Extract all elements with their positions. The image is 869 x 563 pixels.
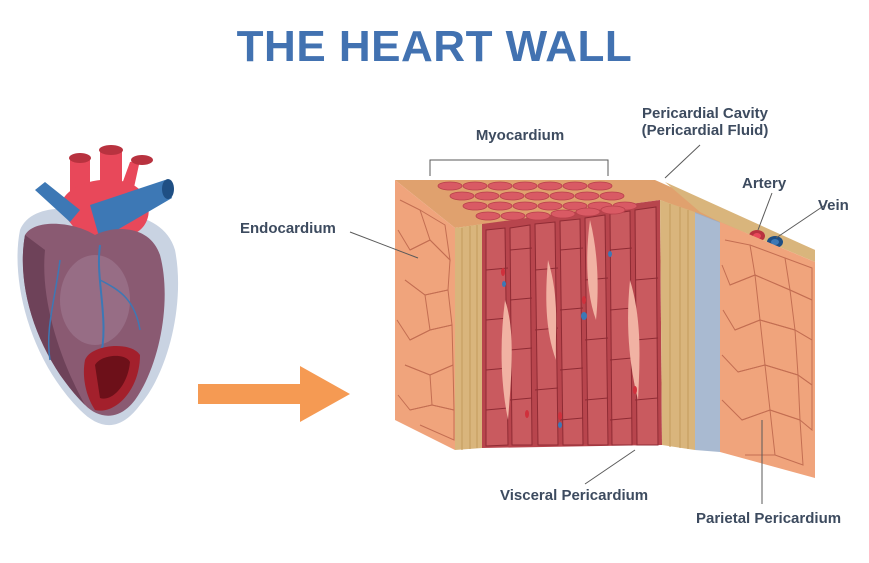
pointer-arrow xyxy=(198,366,350,422)
label-visceral-pericardium: Visceral Pericardium xyxy=(500,487,649,504)
label-pericardial-cavity-line1: Pericardial Cavity xyxy=(642,105,768,122)
label-endocardium: Endocardium xyxy=(240,220,336,237)
label-artery: Artery xyxy=(742,175,787,192)
label-pericardial-cavity: Pericardial Cavity (Pericardial Fluid) xyxy=(630,105,780,139)
visceral-pericardium-leader xyxy=(584,449,636,485)
pericardial-cavity-leader xyxy=(664,144,701,179)
heart-illustration xyxy=(17,145,179,426)
endocardium-face xyxy=(395,180,455,450)
label-myocardium: Myocardium xyxy=(475,127,565,144)
tissue-block xyxy=(395,180,815,478)
myocardium-bracket xyxy=(429,159,609,176)
artery-leader xyxy=(757,192,773,231)
label-pericardial-cavity-line2: (Pericardial Fluid) xyxy=(641,122,769,139)
label-parietal-pericardium: Parietal Pericardium xyxy=(696,510,842,527)
leader-lines xyxy=(349,144,826,504)
parietal-face xyxy=(720,222,815,478)
vessel-blue-left xyxy=(35,182,80,222)
pericardial-cavity xyxy=(695,212,720,452)
vein-leader xyxy=(775,204,826,239)
label-vein: Vein xyxy=(818,197,849,214)
endocardium-leader xyxy=(349,231,419,259)
vessel-blue-right xyxy=(90,180,172,240)
diagram-title: THE HEART WALL xyxy=(236,22,633,71)
